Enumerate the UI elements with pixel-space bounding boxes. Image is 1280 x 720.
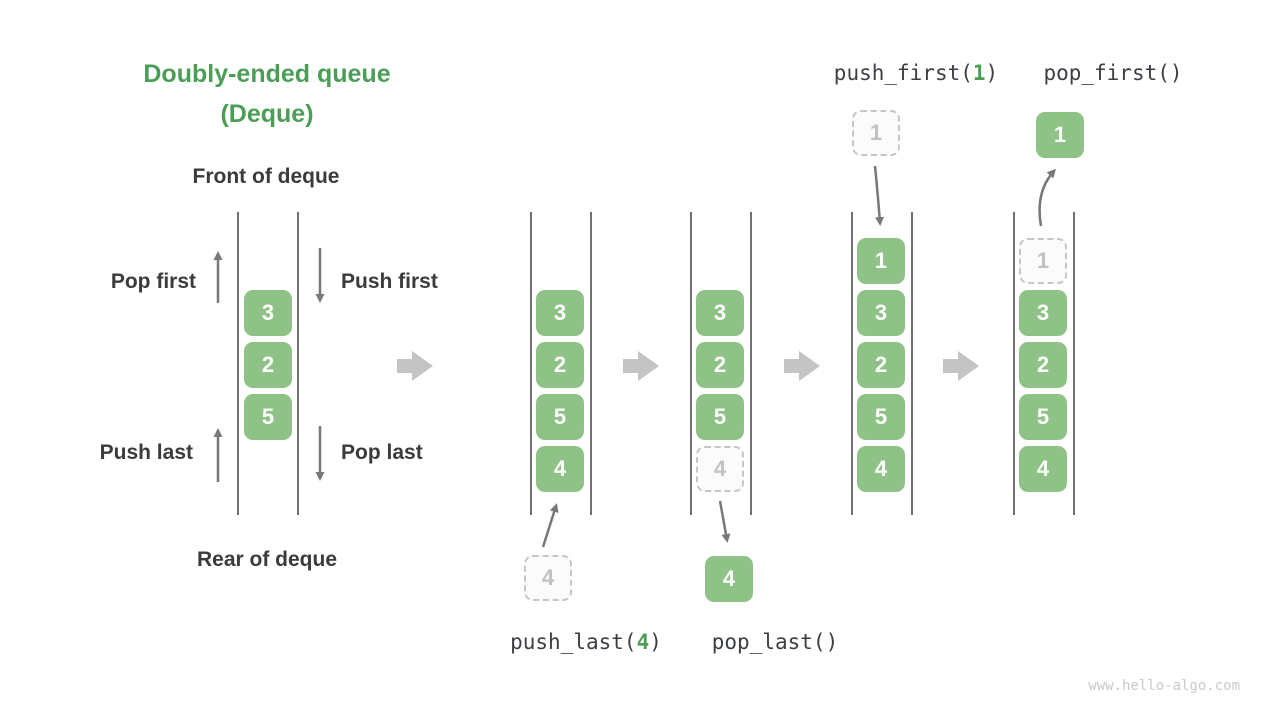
transition-arrow-icon [623, 351, 659, 381]
watermark: www.hello-algo.com [1088, 678, 1240, 694]
removed-item-box: 4 [705, 556, 753, 602]
deque-wall [297, 212, 299, 515]
deque-cell-pending: 1 [1019, 238, 1067, 284]
deque-cell: 3 [244, 290, 292, 336]
push-first-label: Push first [341, 270, 438, 293]
push-first-connector-arrow-icon [873, 165, 885, 226]
deque-cell: 2 [244, 342, 292, 388]
incoming-item-box: 4 [524, 555, 572, 601]
deque-cell: 3 [1019, 290, 1067, 336]
deque-cell: 5 [536, 394, 584, 440]
deque-cell: 5 [1019, 394, 1067, 440]
deque-wall [750, 212, 752, 515]
pop-last-label: Pop last [341, 441, 423, 464]
rear-of-deque-label: Rear of deque [196, 548, 338, 571]
transition-arrow-icon [397, 351, 433, 381]
push-last-connector-arrow-icon [541, 503, 559, 548]
deque-wall [911, 212, 913, 515]
deque-wall [530, 212, 532, 515]
diagram-title-line2: (Deque) [220, 100, 314, 128]
pop-last-call-label: pop_last() [711, 630, 839, 654]
deque-wall [1073, 212, 1075, 515]
deque-cell: 2 [696, 342, 744, 388]
deque-cell: 3 [696, 290, 744, 336]
deque-cell: 3 [857, 290, 905, 336]
removed-item-box: 1 [1036, 112, 1084, 158]
deque-cell: 4 [857, 446, 905, 492]
push-last-label: Push last [99, 441, 193, 464]
deque-cell: 2 [536, 342, 584, 388]
front-of-deque-label: Front of deque [192, 165, 340, 188]
deque-cell: 5 [696, 394, 744, 440]
deque-cell: 4 [536, 446, 584, 492]
transition-arrow-icon [784, 351, 820, 381]
deque-cell: 3 [536, 290, 584, 336]
transition-arrow-icon [943, 351, 979, 381]
deque-wall [590, 212, 592, 515]
diagram-title-line1: Doubly-ended queue [143, 60, 391, 88]
pop-first-label: Pop first [110, 270, 196, 293]
push-first-call-label: push_first(1) [833, 61, 999, 85]
deque-wall [1013, 212, 1015, 515]
deque-wall [690, 212, 692, 515]
incoming-item-box: 1 [852, 110, 900, 156]
deque-cell: 4 [1019, 446, 1067, 492]
deque-cell: 5 [244, 394, 292, 440]
pop-first-connector-arrow-icon [1038, 168, 1057, 227]
deque-wall [237, 212, 239, 515]
pop-first-call-label: pop_first() [1043, 61, 1183, 85]
deque-cell: 5 [857, 394, 905, 440]
deque-cell: 1 [857, 238, 905, 284]
deque-wall [851, 212, 853, 515]
deque-cell-pending: 4 [696, 446, 744, 492]
deque-cell: 2 [1019, 342, 1067, 388]
push-last-call-label: push_last(4) [510, 630, 662, 654]
pop-last-connector-arrow-icon [718, 500, 731, 543]
deque-cell: 2 [857, 342, 905, 388]
